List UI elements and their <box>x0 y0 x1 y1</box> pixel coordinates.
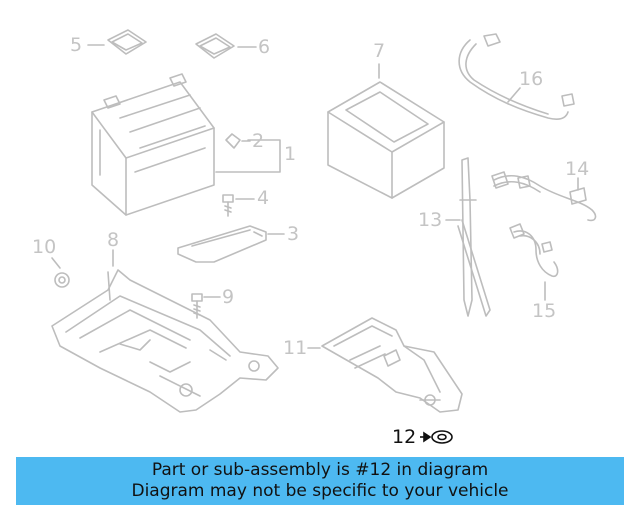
callout-16: 16 <box>519 68 544 90</box>
tray-part-7 <box>327 81 445 199</box>
callout-7: 7 <box>373 40 386 62</box>
bolt-part-4 <box>222 194 234 217</box>
callout-3: 3 <box>287 223 300 245</box>
callout-9: 9 <box>222 286 235 308</box>
cable-part-16 <box>458 33 575 120</box>
strap-part-13 <box>457 157 491 317</box>
grommet-part-10 <box>54 272 70 288</box>
callout-8: 8 <box>107 229 120 251</box>
banner-line-2: Diagram may not be specific to your vehi… <box>131 481 509 501</box>
callout-14: 14 <box>565 158 590 180</box>
callout-10: 10 <box>32 236 57 258</box>
cover-part-5 <box>107 29 147 55</box>
info-banner: Part or sub-assembly is #12 in diagram D… <box>16 457 624 505</box>
callout-12: 12 <box>392 426 417 448</box>
carrier-part-8 <box>51 269 279 413</box>
callout-5: 5 <box>70 34 83 56</box>
leader-line-1 <box>215 139 281 173</box>
callout-13: 13 <box>418 209 443 231</box>
callout-1: 1 <box>284 143 297 165</box>
bracket-part-3 <box>177 225 267 263</box>
callout-4: 4 <box>257 187 270 209</box>
callout-11: 11 <box>283 337 308 359</box>
cover-part-6 <box>195 33 235 59</box>
bolt-part-9 <box>191 293 203 319</box>
banner-line-1: Part or sub-assembly is #12 in diagram <box>151 460 489 480</box>
clip-part-2 <box>225 133 241 149</box>
cable-part-14 <box>491 171 597 222</box>
cable-part-15 <box>509 223 559 278</box>
parts-diagram <box>51 29 597 444</box>
battery-part-1 <box>91 73 215 216</box>
leader-line-10 <box>51 257 61 269</box>
callout-6: 6 <box>258 36 271 58</box>
callout-15: 15 <box>532 300 557 322</box>
leader-line-16 <box>507 87 521 103</box>
callout-2: 2 <box>252 130 265 152</box>
plate-part-11 <box>321 317 463 413</box>
washer-part-12 <box>420 430 453 444</box>
